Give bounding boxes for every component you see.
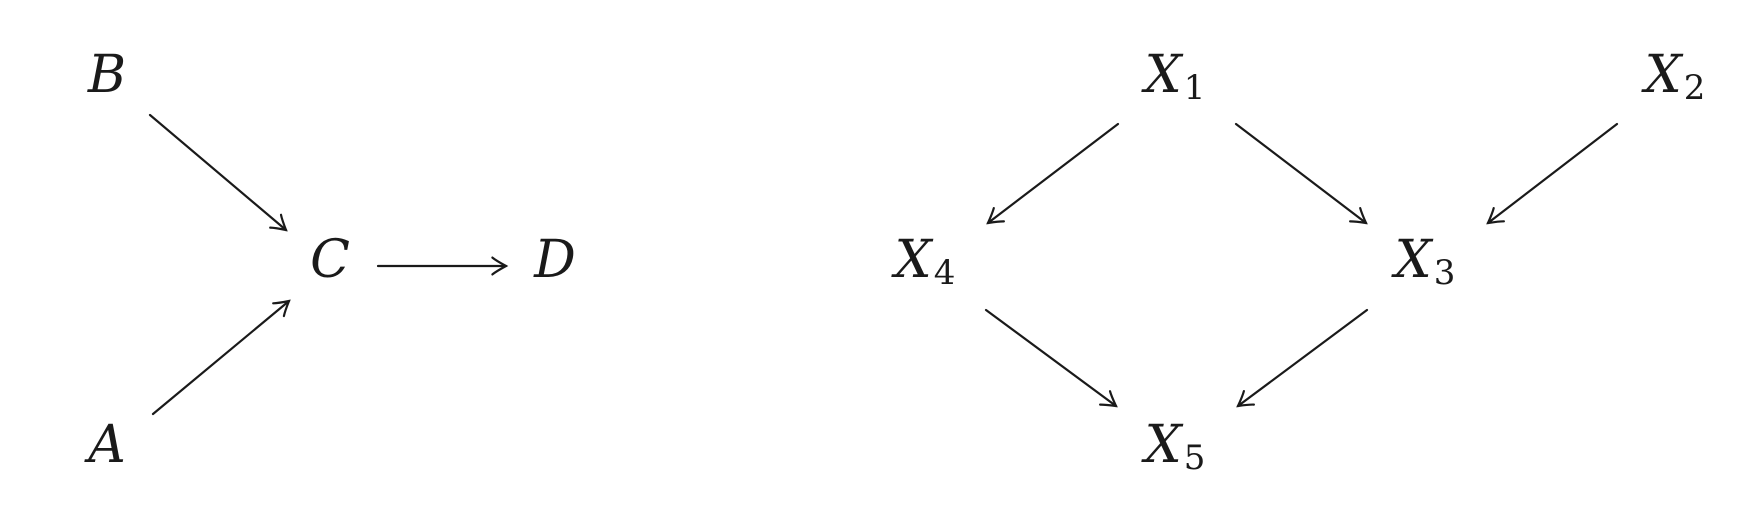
node-x3: X3 bbox=[1391, 230, 1456, 294]
arrowhead-icon bbox=[1349, 207, 1368, 225]
edge-line bbox=[1486, 122, 1619, 225]
edge-x2-to-x3 bbox=[1486, 122, 1619, 225]
edge-x4-to-x5 bbox=[984, 308, 1118, 408]
edge-a-to-c bbox=[151, 299, 291, 416]
node-label: D bbox=[533, 230, 576, 290]
node-subscript: 4 bbox=[934, 253, 956, 293]
node-label: X bbox=[1391, 230, 1434, 290]
node-subscript: 5 bbox=[1184, 438, 1206, 478]
arrowhead-icon bbox=[1236, 390, 1255, 408]
arrowhead-icon bbox=[1099, 390, 1118, 408]
edge-c-to-d bbox=[376, 256, 509, 276]
arrowhead-icon bbox=[1486, 207, 1505, 225]
node-subscript: 3 bbox=[1434, 253, 1456, 293]
node-x1: X1 bbox=[1141, 45, 1206, 109]
node-label: X bbox=[1141, 45, 1184, 105]
node-x5: X5 bbox=[1141, 415, 1206, 479]
node-c: C bbox=[310, 230, 350, 290]
node-label: B bbox=[87, 45, 126, 105]
edge-line bbox=[986, 122, 1120, 225]
node-label: X bbox=[891, 230, 934, 290]
node-x4: X4 bbox=[891, 230, 956, 294]
node-subscript: 2 bbox=[1684, 68, 1706, 108]
edge-line bbox=[151, 299, 291, 416]
node-x2: X2 bbox=[1641, 45, 1706, 109]
node-subscript: 1 bbox=[1184, 68, 1206, 108]
arrowhead-icon bbox=[491, 256, 509, 276]
node-d: D bbox=[533, 230, 576, 290]
arrowhead-icon bbox=[272, 299, 291, 318]
arrowhead-icon bbox=[269, 213, 288, 232]
node-label: X bbox=[1141, 415, 1184, 475]
edge-line bbox=[1234, 122, 1368, 225]
edge-line bbox=[984, 308, 1118, 408]
edge-line bbox=[148, 113, 288, 232]
arrowhead-icon bbox=[986, 207, 1005, 225]
edges-layer bbox=[148, 113, 1619, 416]
node-a: A bbox=[84, 415, 126, 475]
node-label: C bbox=[310, 230, 350, 290]
node-label: X bbox=[1641, 45, 1684, 105]
node-b: B bbox=[87, 45, 126, 105]
edge-x1-to-x4 bbox=[986, 122, 1120, 225]
edge-line bbox=[1236, 308, 1369, 408]
edge-x1-to-x3 bbox=[1234, 122, 1368, 225]
edge-x3-to-x5 bbox=[1236, 308, 1369, 408]
node-label: A bbox=[84, 415, 126, 475]
edge-b-to-c bbox=[148, 113, 288, 232]
